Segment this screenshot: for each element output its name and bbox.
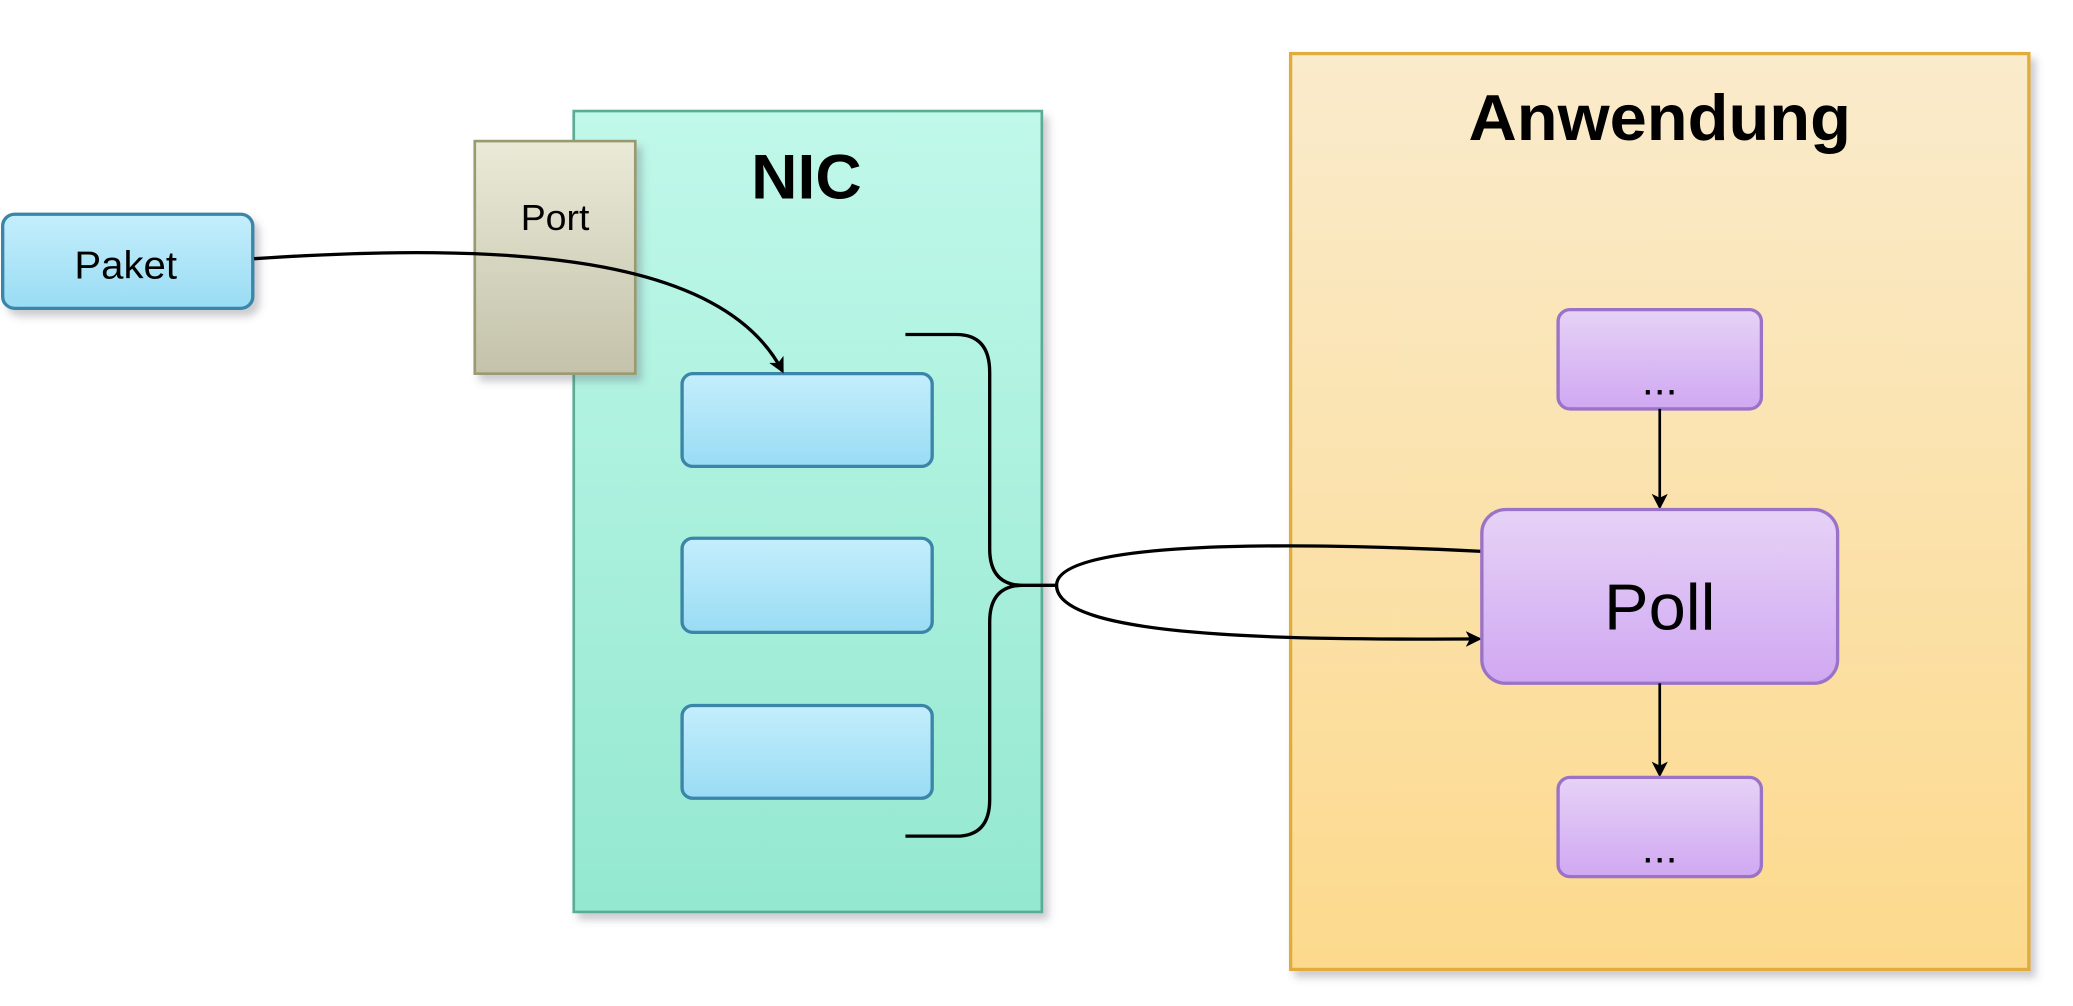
port-box: Port	[473, 139, 637, 375]
packet-box: Paket	[1, 212, 255, 310]
step-after: ...	[1556, 775, 1764, 879]
queue-slot	[680, 703, 934, 800]
packet-label: Paket	[74, 244, 177, 287]
queue-slot	[680, 536, 934, 634]
queue-slot	[680, 372, 934, 469]
nic-title: NIC	[751, 143, 862, 212]
poll-label: Poll	[1604, 571, 1716, 644]
poll-step: Poll	[1480, 507, 1840, 685]
application-title: Anwendung	[1468, 81, 1851, 154]
queue-brace	[905, 332, 1057, 838]
packet-to-queue-arrow	[253, 251, 784, 374]
svg-text:...: ...	[1642, 357, 1678, 403]
svg-text:...: ...	[1642, 825, 1678, 871]
poll-loop-arrow	[1054, 544, 1482, 647]
port-label: Port	[521, 196, 590, 238]
step-before: ...	[1556, 308, 1764, 411]
queue-slots	[680, 372, 934, 800]
